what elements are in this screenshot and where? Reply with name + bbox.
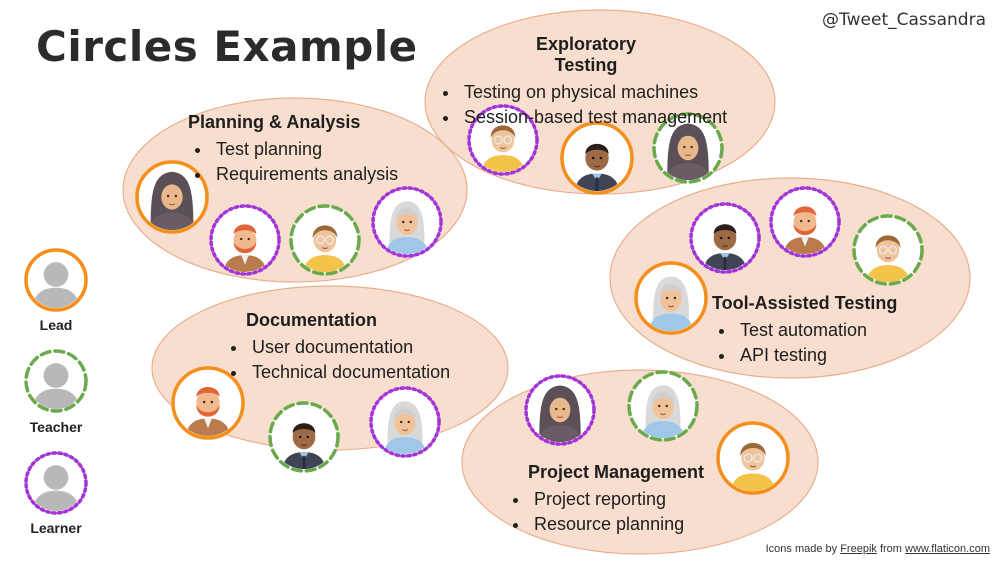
credit-site-link[interactable]: www.flaticon.com [905,543,990,555]
member-avatar-hijab-woman-learner [524,374,596,446]
group-title: Exploratory Testing [535,34,637,75]
legend-marker-teacher [24,349,88,413]
list-item: Test planning [212,137,398,162]
legend-marker-learner [24,451,88,515]
author-handle: @Tweet_Cassandra [822,10,986,30]
member-avatar-redhead-bearded-man-learner [209,204,281,276]
icon-credit: Icons made by Freepik from www.flaticon.… [766,543,990,555]
list-item: Resource planning [530,512,704,537]
list-item: Requirements analysis [212,162,398,187]
legend [24,248,88,515]
member-avatar-glasses-woman-teacher [852,214,924,286]
member-avatar-gray-haired-woman-lead [634,261,708,335]
member-avatar-glasses-woman-learner [467,104,539,176]
group-documentation: Documentation User documentation Technic… [224,310,450,385]
member-avatar-redhead-bearded-man-learner [769,186,841,258]
member-avatars [135,104,924,495]
group-tool-assisted-testing: Tool-Assisted Testing Test automation AP… [712,293,897,368]
legend-label-lead: Lead [39,317,73,333]
member-avatar-gray-haired-woman-teacher [627,370,699,442]
credit-prefix: Icons made by [765,543,838,555]
member-avatar-gray-haired-woman-learner [369,386,441,458]
group-title: Project Management [528,462,705,482]
credit-author-link[interactable]: Freepik [840,543,877,555]
member-avatar-redhead-bearded-man-lead [171,366,245,440]
member-avatar-dark-skinned-man-learner [689,202,761,274]
member-avatar-hijab-woman-lead [135,160,209,234]
group-title: Planning & Analysis [188,112,361,132]
list-item: Testing on physical machines [460,80,727,105]
member-avatar-glasses-woman-lead [716,421,790,495]
list-item: API testing [736,343,897,368]
member-avatar-gray-haired-woman-learner [371,186,443,258]
page-title: Circles Example [36,22,418,71]
member-avatar-hijab-woman-teacher [652,112,724,184]
list-item: User documentation [248,335,450,360]
group-title: Tool-Assisted Testing [712,293,898,313]
group-exploratory-testing: Exploratory Testing Testing on physical … [436,34,727,130]
legend-marker-lead [24,248,88,312]
list-item: Technical documentation [248,360,450,385]
list-item: Project reporting [530,487,704,512]
group-title: Documentation [246,310,378,330]
legend-label-learner: Learner [30,520,82,536]
list-item: Test automation [736,318,897,343]
member-avatar-glasses-woman-teacher [289,204,361,276]
group-project-management: Project Management Project reporting Res… [506,462,704,537]
credit-middle: from [879,543,902,555]
legend-label-teacher: Teacher [29,419,83,435]
list-item: Session-based test management [460,105,727,130]
member-avatar-dark-skinned-man-lead [560,121,634,195]
group-planning-analysis: Planning & Analysis Test planning Requir… [188,112,398,187]
member-avatar-dark-skinned-man-teacher [268,401,340,473]
